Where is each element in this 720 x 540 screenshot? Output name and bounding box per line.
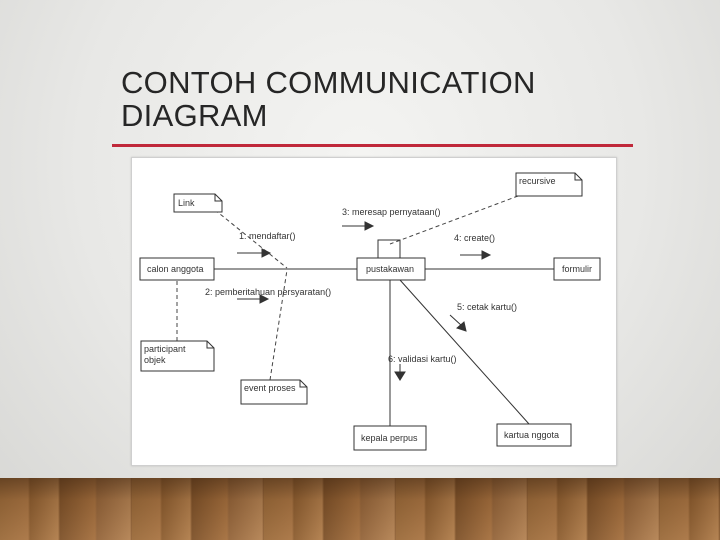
note-connector-recursive — [389, 195, 519, 245]
communication-diagram: calon anggota pustakawan formulir kepala… — [131, 157, 617, 466]
note-connector-link — [214, 209, 288, 269]
arrow-m5-head — [456, 321, 467, 332]
slide-title: CONTOH COMMUNICATION DIAGRAM — [121, 66, 641, 132]
message-2-label: 2: pemberitahuan persyaratan() — [205, 287, 331, 297]
note-link: Link — [173, 193, 223, 213]
object-kartu-anggota: kartua nggota — [496, 423, 572, 447]
object-pustakawan: pustakawan — [356, 257, 426, 281]
object-calon-anggota-label: calon anggota — [147, 264, 204, 274]
slide-title-line-2: DIAGRAM — [121, 98, 268, 133]
message-6-label: 6: validasi kartu() — [388, 354, 457, 364]
object-formulir: formulir — [553, 257, 601, 281]
object-pustakawan-label: pustakawan — [366, 264, 414, 274]
object-formulir-label: formulir — [562, 264, 592, 274]
title-underline — [112, 144, 633, 147]
link-pustakawan-kartu — [399, 279, 530, 425]
note-connector-event — [269, 269, 288, 381]
arrow-m3-head — [364, 221, 375, 231]
object-calon-anggota: calon anggota — [139, 257, 215, 281]
note-event-proses: event proses — [240, 379, 308, 405]
message-5-label: 5: cetak kartu() — [457, 302, 517, 312]
slide-title-line-1: CONTOH COMMUNICATION — [121, 65, 536, 100]
arrow-m4-head — [481, 250, 492, 260]
note-recursive-label: recursive — [519, 176, 556, 186]
note-event-proses-label: event proses — [244, 383, 296, 393]
message-3-label: 3: meresap pernyataan() — [342, 207, 441, 217]
object-kepala-perpus: kepala perpus — [353, 425, 427, 451]
arrow-m2-head — [259, 294, 270, 304]
arrow-m5 — [449, 314, 463, 327]
object-kartu-anggota-label: kartua nggota — [504, 430, 559, 440]
note-participant-line-2: objek — [144, 355, 166, 365]
note-participant: participant objek — [140, 340, 215, 372]
arrow-m1-head — [261, 248, 272, 258]
message-4-label: 4: create() — [454, 233, 495, 243]
object-kepala-perpus-label: kepala perpus — [361, 433, 418, 443]
link-self-recursive — [377, 239, 401, 258]
note-link-label: Link — [178, 198, 195, 208]
note-participant-line-1: participant — [144, 344, 186, 354]
wood-floor-shade — [0, 478, 720, 540]
diagram-canvas: calon anggota pustakawan formulir kepala… — [139, 172, 601, 451]
note-recursive: recursive — [515, 172, 583, 197]
arrow-m6-head — [394, 371, 406, 381]
message-1-label: 1: mendaftar() — [239, 231, 296, 241]
